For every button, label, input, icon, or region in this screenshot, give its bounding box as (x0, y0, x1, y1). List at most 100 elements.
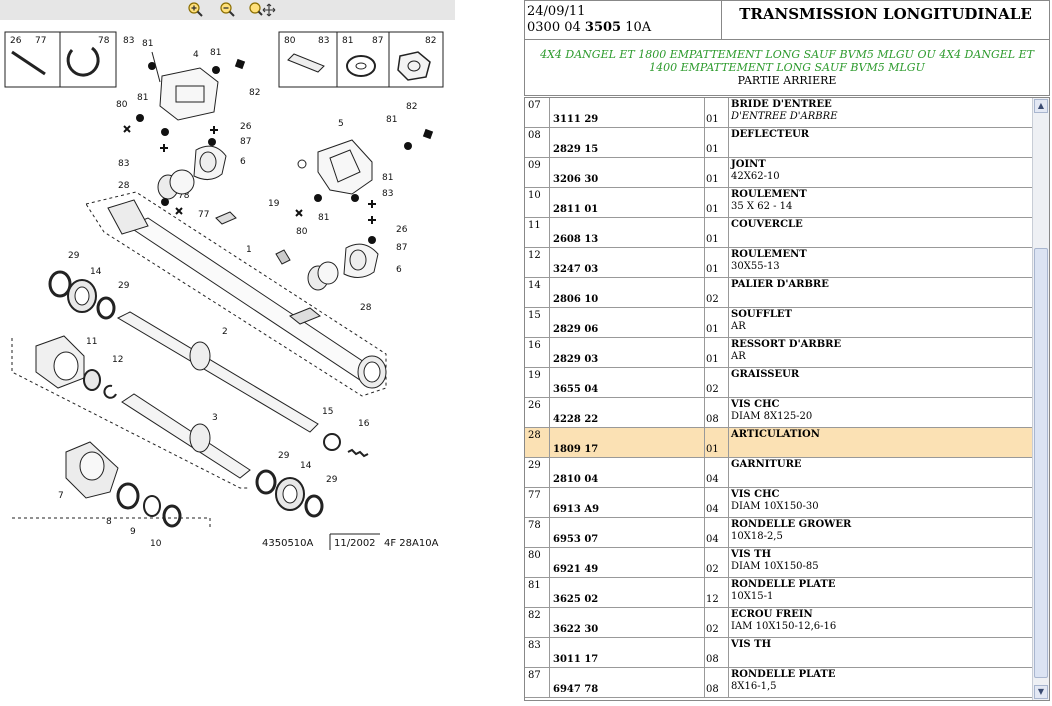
part-cell: VIS TH (728, 638, 1034, 667)
pan-zoom-icon[interactable] (248, 2, 276, 18)
diagram-date: 11/2002 (334, 538, 376, 549)
part-cell: 19 (525, 368, 550, 397)
callout-29d: 29 (326, 475, 338, 485)
part-cell: 14 (525, 278, 550, 307)
part-cell: 01 (704, 248, 729, 277)
callout-9: 9 (130, 527, 136, 537)
part-number: 3622 30 (553, 624, 599, 635)
part-cell: 01 (704, 188, 729, 217)
part-cell: 08 (704, 668, 729, 697)
exploded-parts-diagram: 26 77 78 80 83 81 87 82 83 81 4 8 (4, 31, 444, 550)
part-number: 6921 49 (553, 564, 599, 575)
part-cell: 01 (704, 218, 729, 247)
part-cell: 15 (525, 308, 550, 337)
callout-5: 5 (338, 119, 344, 129)
callout-81c: 81 (210, 48, 221, 58)
callout-83c: 83 (118, 159, 129, 169)
part-cell: 2608 13 (549, 218, 705, 247)
part-cell: 08 (704, 638, 729, 667)
part-ref: 11 (528, 220, 541, 231)
part-qty: 04 (706, 504, 719, 515)
part-number: 3206 30 (553, 174, 599, 185)
part-qty: 04 (706, 534, 719, 545)
callout-26: 26 (10, 36, 22, 46)
part-number: 2806 10 (553, 294, 599, 305)
hardware-box-left: 26 77 78 (4, 31, 117, 88)
callout-29c: 29 (278, 451, 290, 461)
part-qty: 02 (706, 564, 719, 575)
subtitle-applicability: 4X4 DANGEL ET 1800 EMPATTEMENT LONG SAUF… (540, 48, 1034, 74)
callout-87d: 87 (396, 243, 407, 253)
part-qty: 01 (706, 324, 719, 335)
scrollbar[interactable]: ▲ ▼ (1032, 98, 1049, 700)
diagram-footer: 4350510A 11/2002 4F 28A10A (262, 533, 439, 550)
zoom-in-icon[interactable] (186, 2, 204, 18)
part-cell: 08 (704, 398, 729, 427)
part-cell: COUVERCLE (728, 218, 1034, 247)
part-designation: JOINT (731, 159, 766, 170)
part-number: 3011 17 (553, 654, 599, 665)
part-cell: 01 (704, 128, 729, 157)
callout-82: 82 (425, 36, 436, 46)
callout-81d: 81 (137, 93, 148, 103)
upper-bracket-4: 83 81 4 81 82 80 81 26 87 6 83 28 78 77 … (116, 36, 291, 265)
zoom-out-icon[interactable] (218, 2, 236, 18)
header-info: 24/09/11 0300 04 3505 10A (524, 0, 722, 40)
part-cell: 3206 30 (549, 158, 705, 187)
part-designation: PALIER D'ARBRE (731, 279, 829, 290)
part-cell: 1809 17 (549, 428, 705, 457)
callout-83d: 83 (382, 189, 393, 199)
scroll-down-icon[interactable]: ▼ (1034, 685, 1048, 699)
hardware-box-right: 80 83 81 87 82 (278, 31, 444, 88)
shaft-2-assembly: 29 14 29 2 (48, 251, 319, 433)
part-cell: 02 (704, 548, 729, 577)
part-cell: 81 (525, 578, 550, 607)
part-qty: 01 (706, 234, 719, 245)
part-ref: 81 (528, 580, 541, 591)
part-cell: 04 (704, 458, 729, 487)
scroll-up-icon[interactable]: ▲ (1034, 99, 1048, 113)
part-cell: 29 (525, 458, 550, 487)
header-code-suffix: 10A (625, 20, 652, 35)
part-cell: 6953 07 (549, 518, 705, 547)
part-designation: RONDELLE PLATE (731, 579, 836, 590)
part-designation: ROULEMENT (731, 249, 807, 260)
part-detail: DIAM 8X125-20 (731, 411, 813, 422)
part-qty: 02 (706, 294, 719, 305)
callout-77: 77 (35, 36, 46, 46)
part-ref: 87 (528, 670, 541, 681)
part-cell: 3655 04 (549, 368, 705, 397)
callout-2: 2 (222, 327, 228, 337)
part-cell: 26 (525, 398, 550, 427)
callout-81: 81 (342, 36, 353, 46)
main-shaft-1: 1 (85, 191, 387, 397)
part-cell: 80 (525, 548, 550, 577)
callout-7: 7 (58, 491, 64, 501)
scroll-thumb[interactable] (1034, 248, 1048, 678)
part-cell: 01 (704, 98, 729, 127)
